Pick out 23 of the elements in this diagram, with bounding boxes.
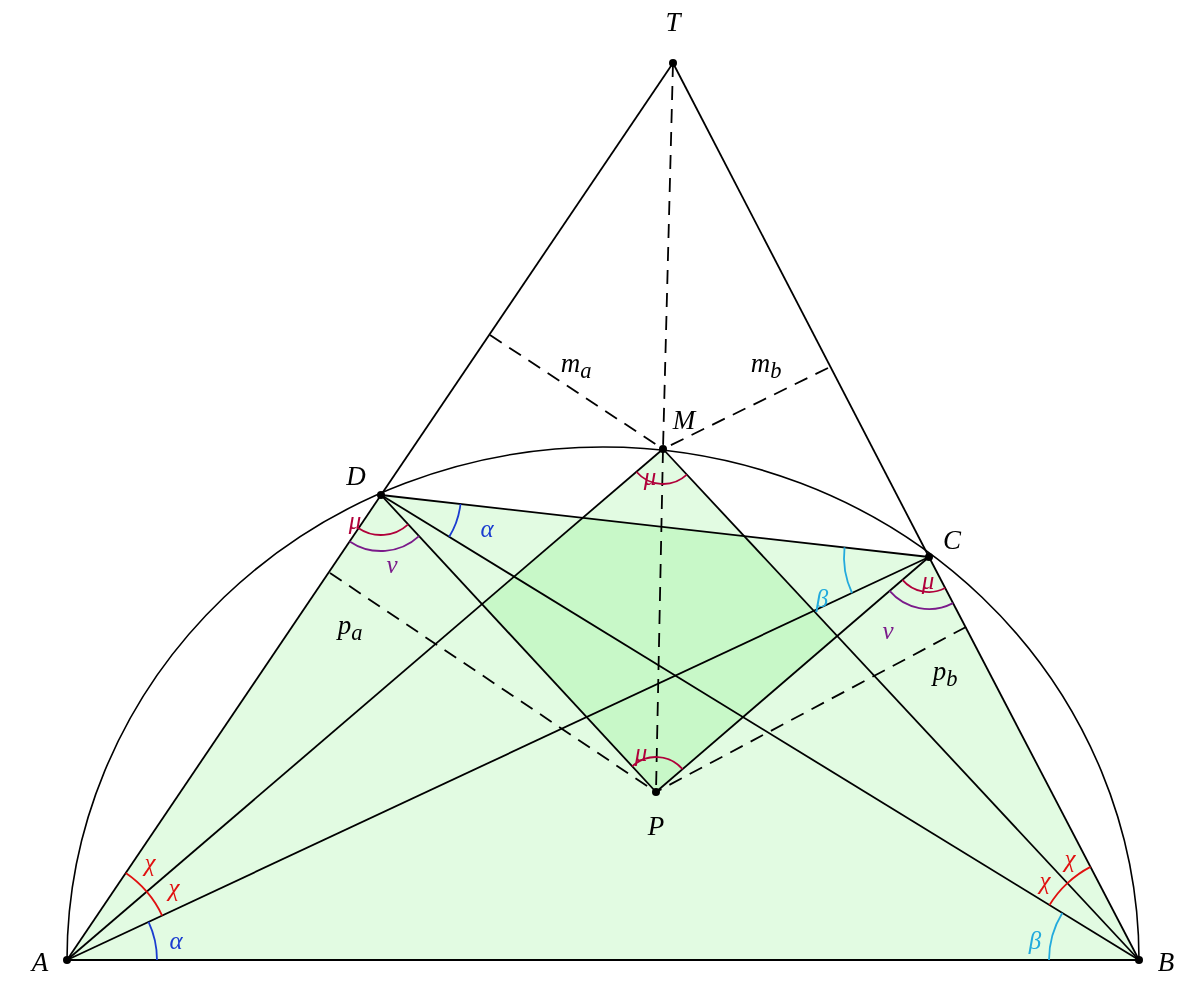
angle-label: ν [386, 551, 398, 577]
point-label: M [672, 406, 696, 434]
point-label: D [346, 462, 366, 490]
point-label: C [943, 526, 961, 554]
point-label: P [647, 812, 665, 840]
edge-label: p$_{a}$ [337, 611, 363, 645]
angle-label: α [480, 515, 494, 541]
edge-label: p$_{b}$ [932, 657, 958, 691]
angle-label: χ [1039, 867, 1051, 893]
edge-label: m$_{b}$ [750, 349, 782, 383]
angle-label: β [1028, 927, 1042, 953]
edge-label: m$_{a}$ [560, 349, 592, 383]
angle-label: μ [921, 567, 935, 593]
angle-label: β [815, 585, 829, 611]
angle-label: ν [882, 617, 894, 643]
angle-label: α [169, 927, 183, 953]
angle-label: χ [168, 874, 180, 900]
point-label: T [665, 8, 681, 36]
point-label: A [31, 948, 49, 976]
point-label: B [1157, 948, 1175, 976]
angle-label: χ [144, 849, 156, 875]
angle-label: χ [1064, 845, 1076, 871]
angle-label: μ [348, 507, 362, 533]
